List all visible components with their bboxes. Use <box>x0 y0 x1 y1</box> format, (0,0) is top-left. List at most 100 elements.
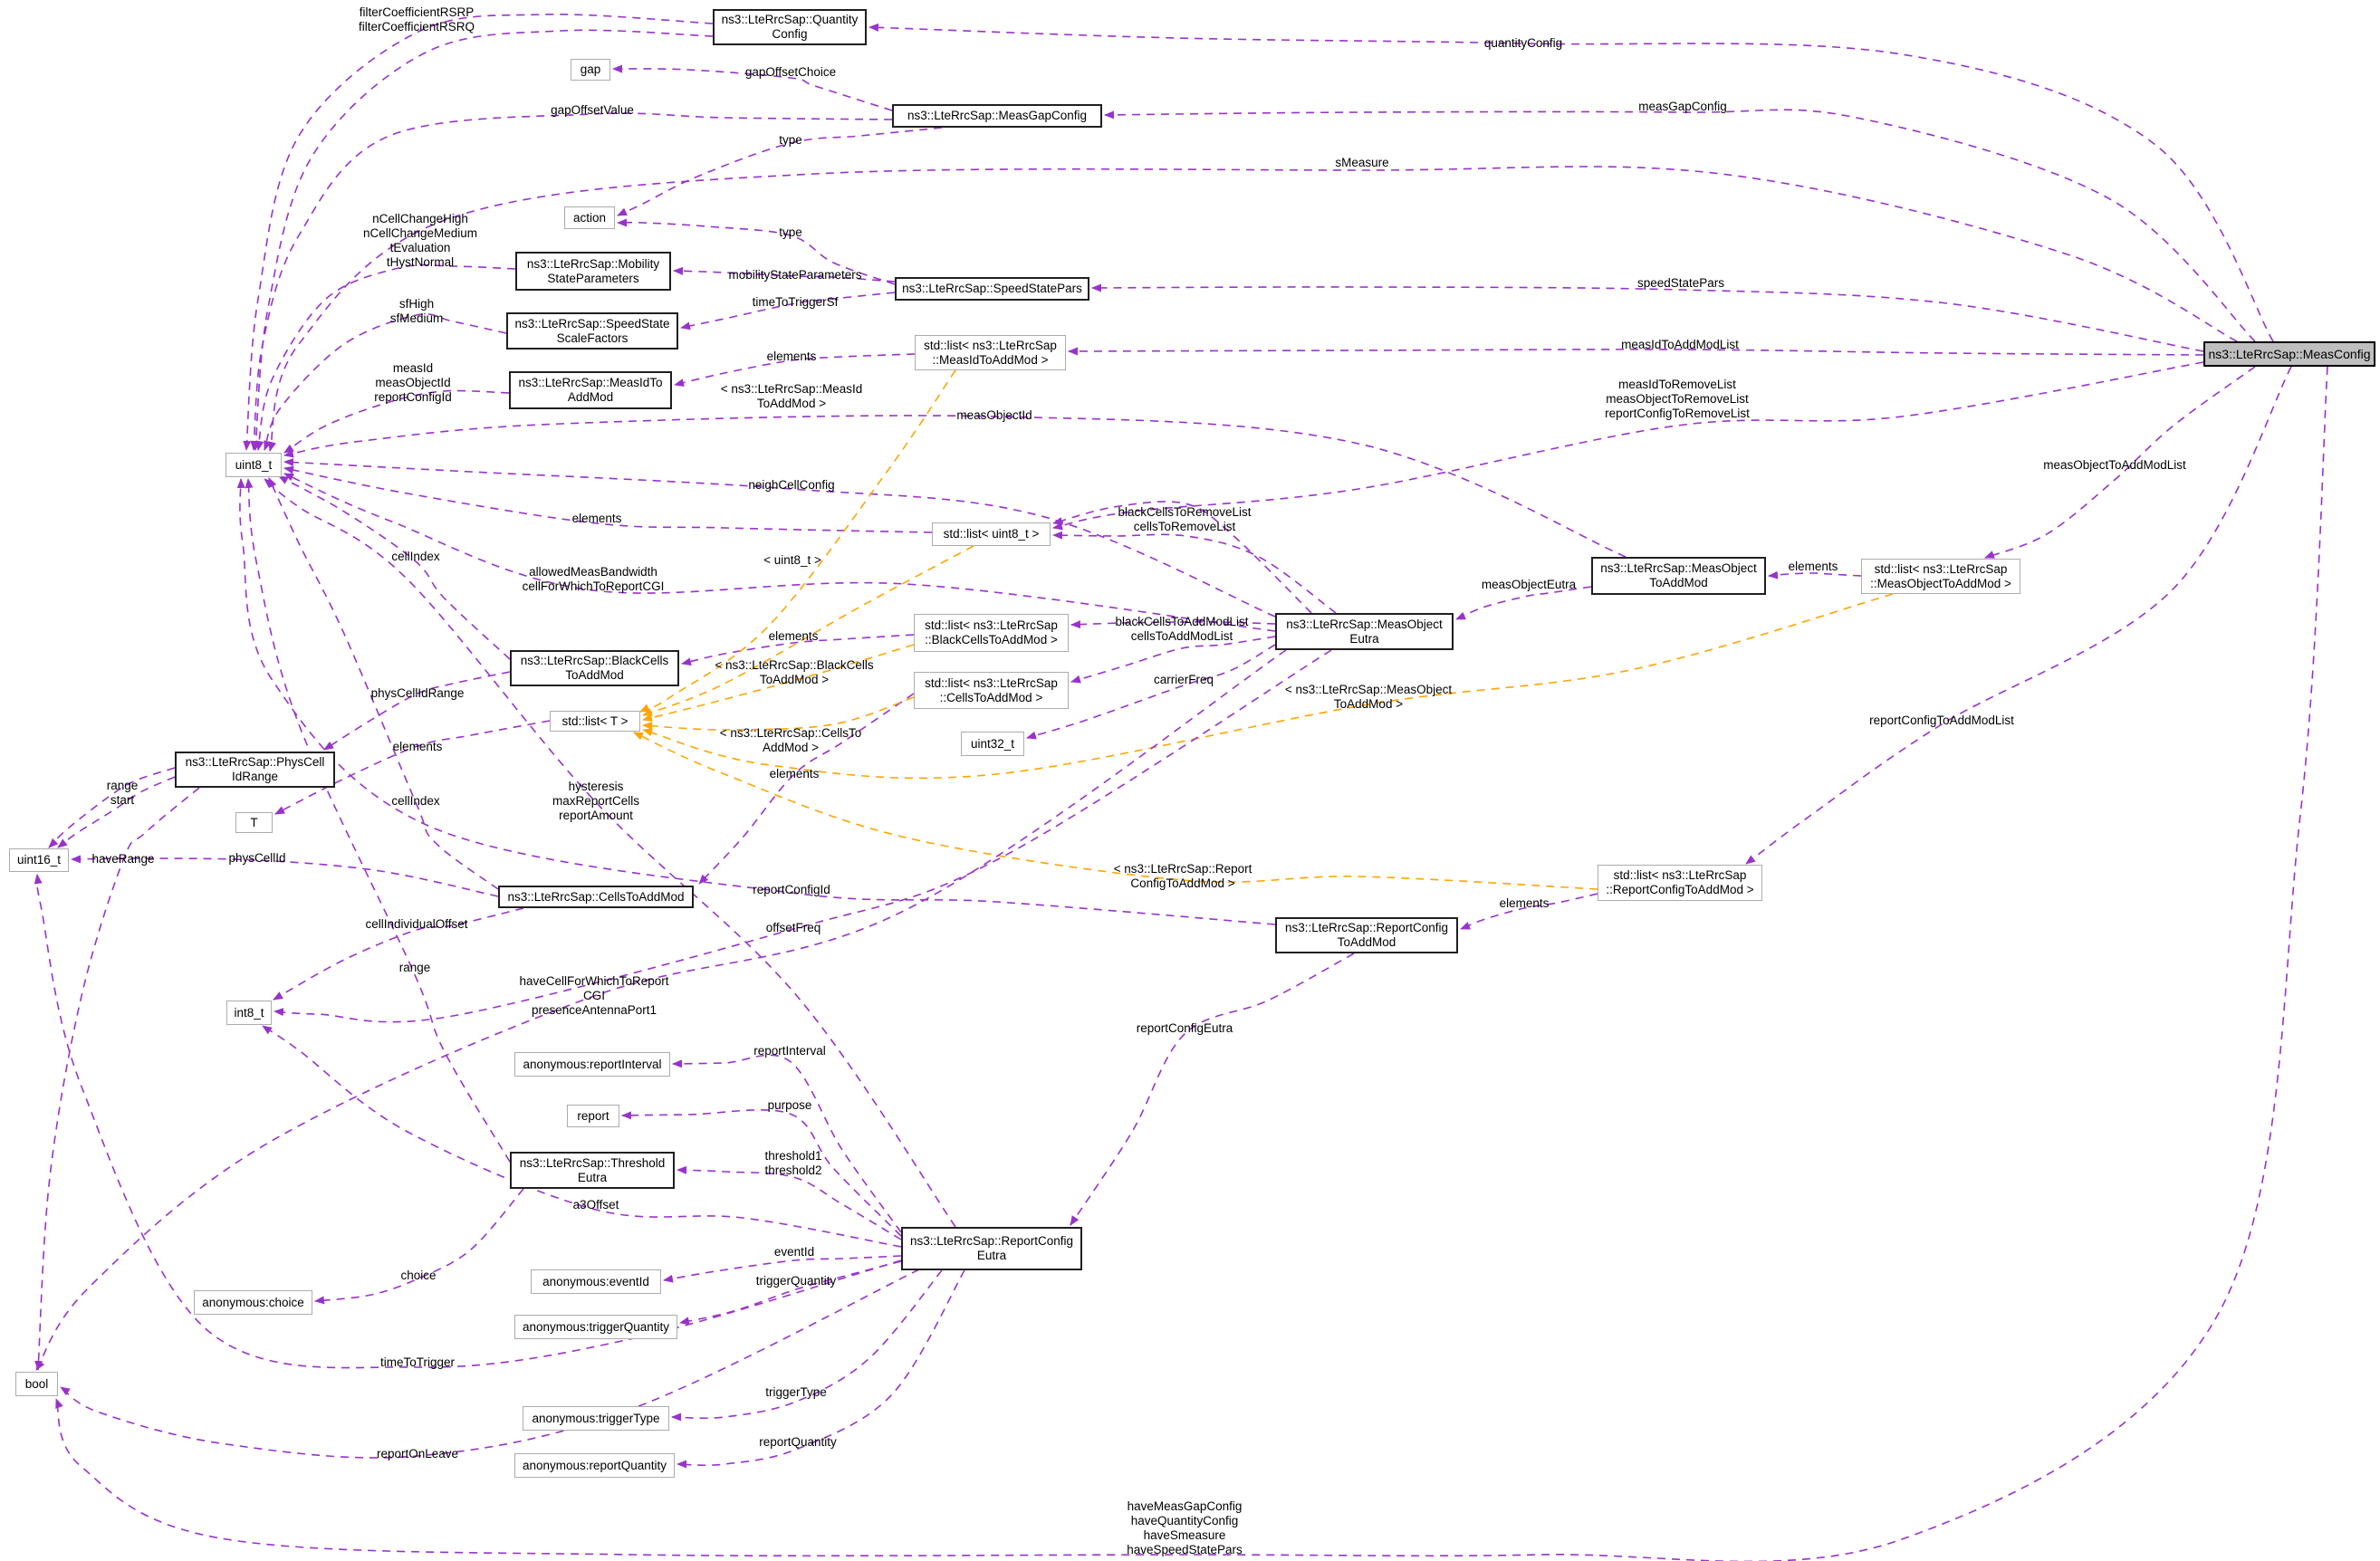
node-mobility_state_parameters[interactable]: ns3::LteRrcSap::Mobility StateParameters <box>515 252 671 291</box>
edge-threshold_edge <box>677 1165 902 1240</box>
edge-reportConfigId_edge <box>236 478 1276 925</box>
node-meas_gap_config[interactable]: ns3::LteRrcSap::MeasGapConfig <box>892 104 1102 128</box>
edge-nCellChange_edge <box>255 263 516 451</box>
node-speed_state_pars[interactable]: ns3::LteRrcSap::SpeedStatePars <box>895 277 1089 301</box>
node-gap: gap <box>571 59 610 81</box>
edge-measIdToRemoveList_edge <box>1052 361 2204 531</box>
node-uint32_t: uint32_t <box>961 732 1024 756</box>
edge-tmpl_measid_edge <box>639 369 956 713</box>
edge-purpose_edge <box>621 1109 902 1237</box>
edge-elements_reportcfg_edge <box>1460 893 1598 930</box>
edge-triggerQuantity_edge <box>679 1260 902 1326</box>
edge-elements_blackcells_edge <box>681 634 915 666</box>
edge-measObjectToAddModList_edge <box>1984 366 2256 559</box>
edge-blackCellsToAddModList_edge <box>1070 620 1276 629</box>
edge-elements_listT_edge <box>274 720 551 815</box>
edge-tmpl_measobject_edge <box>642 593 1894 780</box>
edge-carrierFreq_edge <box>1026 644 1276 740</box>
edge-reportOnLeave_edge <box>60 1269 920 1459</box>
node-quantity_config[interactable]: ns3::LteRrcSap::Quantity Config <box>713 9 867 45</box>
node-threshold_eutra[interactable]: ns3::LteRrcSap::Threshold Eutra <box>510 1152 675 1189</box>
edge-triggerType_edge <box>671 1269 943 1422</box>
edge-range_lower_edge <box>245 478 511 1163</box>
edge-filter_edge1 <box>243 14 714 451</box>
edge-haveRange_edge <box>34 787 200 1371</box>
edge-tmpl_report_edge <box>633 732 1598 890</box>
edge-reportInterval_edge <box>672 1054 902 1233</box>
node-phys_cell_id_range[interactable]: ns3::LteRrcSap::PhysCell IdRange <box>175 752 335 788</box>
edge-gapOffsetValue_edge <box>250 112 893 451</box>
edge-blackCellsToRemove_edge1 <box>1052 501 1312 614</box>
node-anon_event_id: anonymous:eventId <box>531 1269 661 1294</box>
edge-hysteresis_edge <box>264 478 956 1228</box>
edge-haveCell_edge <box>35 649 1287 1371</box>
node-anon_choice: anonymous:choice <box>194 1290 312 1315</box>
edge-physCellId_edge <box>71 855 499 897</box>
edge-tmpl_cells_edge <box>642 696 915 731</box>
edge-elements_measobj_edge <box>1768 570 1862 579</box>
node-list_cells: std::list< ns3::LteRrcSap ::CellsToAddMo… <box>914 672 1069 709</box>
node-meas_object_eutra[interactable]: ns3::LteRrcSap::MeasObject Eutra <box>1275 613 1454 650</box>
node-uint16_t: uint16_t <box>9 848 69 872</box>
node-T: T <box>235 812 273 833</box>
edge-cellIndex_lower_edge <box>268 477 499 890</box>
node-speed_state_scale_factors[interactable]: ns3::LteRrcSap::SpeedState ScaleFactors <box>506 312 678 350</box>
node-anon_trigger_type: anonymous:triggerType <box>523 1406 669 1431</box>
node-list_meas_object_to_add_mod: std::list< ns3::LteRrcSap ::MeasObjectTo… <box>1861 559 2020 594</box>
node-report_config_to_add_mod[interactable]: ns3::LteRrcSap::ReportConfig ToAddMod <box>1275 917 1458 953</box>
node-action: action <box>564 206 615 229</box>
edge-gapOffsetChoice_edge <box>612 64 893 111</box>
edge-tmpl_blackcells_edge <box>642 644 915 722</box>
edge-range_edge <box>48 767 176 848</box>
edge-cellsToAddModList_edge <box>1070 636 1276 684</box>
node-meas_object_to_add_mod[interactable]: ns3::LteRrcSap::MeasObject ToAddMod <box>1591 557 1766 595</box>
node-cells_to_add_mod[interactable]: ns3::LteRrcSap::CellsToAddMod <box>498 886 694 908</box>
edge-measObjectId_edge <box>283 415 1627 558</box>
node-anon_report_quantity: anonymous:reportQuantity <box>514 1453 675 1478</box>
edge-measIdToAddModList_edge <box>1068 347 2204 356</box>
node-bool: bool <box>15 1372 58 1396</box>
node-list_uint8: std::list< uint8_t > <box>932 522 1051 546</box>
edge-elements_cells_edge <box>698 693 915 885</box>
node-black_cells_to_add_mod[interactable]: ns3::LteRrcSap::BlackCells ToAddMod <box>510 650 679 686</box>
edge-a3Offset_edge <box>262 1025 902 1248</box>
node-uint8_t: uint8_t <box>226 453 282 477</box>
node-list_black_cells: std::list< ns3::LteRrcSap ::BlackCellsTo… <box>914 614 1069 652</box>
node-list_meas_id_to_add_mod: std::list< ns3::LteRrcSap ::MeasIdToAddM… <box>915 335 1066 370</box>
edge-quantityConfig_edge <box>869 23 2274 342</box>
node-anon_trigger_quantity: anonymous:triggerQuantity <box>514 1315 677 1339</box>
edge-measObjectEutra_edge <box>1455 586 1592 620</box>
edge-reportConfigToAddModList_edge <box>1745 366 2292 865</box>
edge-reportQuantity_edge <box>677 1269 965 1469</box>
edge-offsetFreq_edge <box>274 649 1332 1023</box>
edge-sfHigh_edge <box>264 313 507 451</box>
node-list_T: std::list< T > <box>550 711 640 732</box>
edge-type_upper_edge <box>617 127 943 216</box>
edge-reportConfigEutra_edge <box>1070 953 1355 1226</box>
edge-speedStatePars_edge <box>1091 283 2204 352</box>
edge-allowedMeas_edge <box>283 473 1276 632</box>
edge-sMeasure_edge <box>268 166 2238 452</box>
edge-measGapConfig_edge <box>1104 109 2256 342</box>
node-report: report <box>567 1105 619 1127</box>
edge-filter_edge2 <box>252 29 714 451</box>
edge-cellIndividualOffset_edge <box>273 907 524 1001</box>
edge-haveFlags_edge <box>55 366 2328 1561</box>
edge-physCellIdRange_edge <box>323 671 511 751</box>
edge-measId_edge <box>283 389 510 454</box>
edge-timeToTriggerSf_edge <box>680 292 896 330</box>
node-list_report_config: std::list< ns3::LteRrcSap ::ReportConfig… <box>1598 865 1762 901</box>
edge-cellIndex_upper_edge <box>278 475 511 660</box>
edge-timeToTrigger_edge <box>34 874 902 1369</box>
node-report_config_eutra[interactable]: ns3::LteRrcSap::ReportConfig Eutra <box>901 1227 1082 1270</box>
edge-start_edge <box>57 776 176 848</box>
edge-eventId_edge <box>663 1255 902 1283</box>
edge-elements_uint8_edge <box>283 465 933 533</box>
edge-elements_measid_edge <box>674 353 916 388</box>
edge-neighCellConfig_edge <box>283 458 1276 618</box>
edge-type_lower_edge <box>617 218 896 285</box>
node-meas_config: ns3::LteRrcSap::MeasConfig <box>2203 341 2375 367</box>
node-meas_id_to_add_mod[interactable]: ns3::LteRrcSap::MeasIdTo AddMod <box>509 371 672 409</box>
